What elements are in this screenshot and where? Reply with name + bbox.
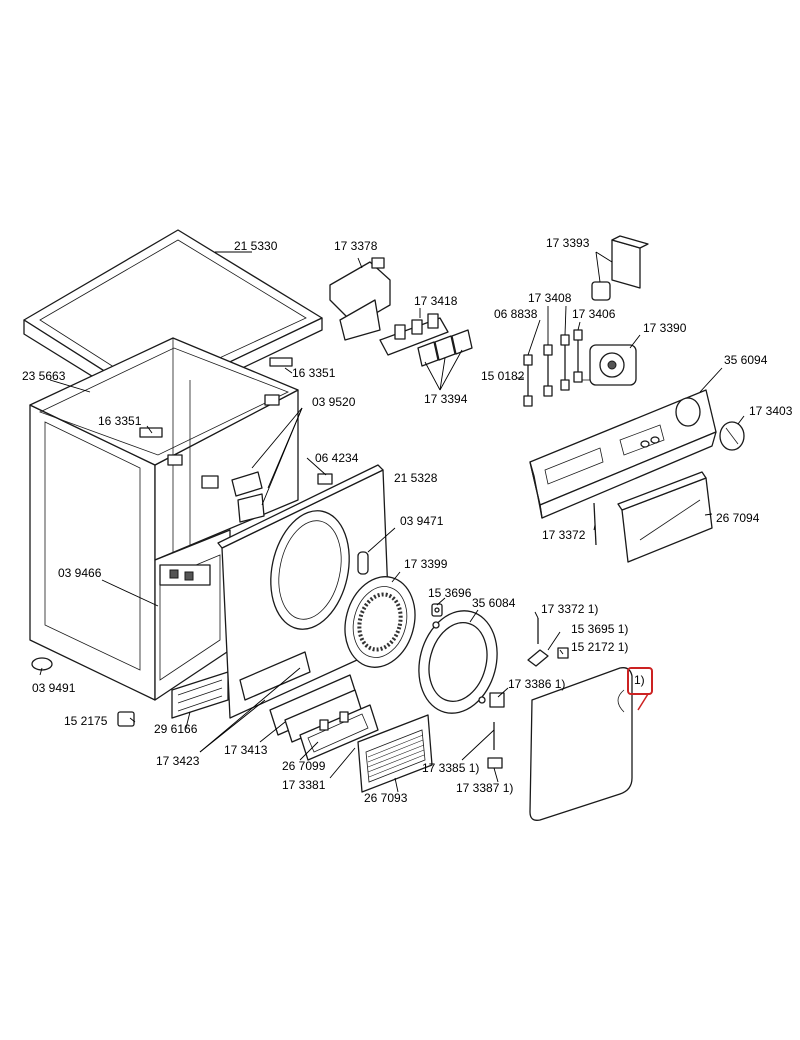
label-267099: 26 7099 (282, 759, 326, 773)
terminal-block (379, 313, 449, 356)
label-173413: 17 3413 (224, 743, 268, 757)
label-068838: 06 8838 (494, 307, 538, 321)
connectors (417, 329, 473, 367)
label-173408: 17 3408 (528, 291, 572, 305)
label-173378: 17 3378 (334, 239, 378, 253)
label-267094: 26 7094 (716, 511, 760, 525)
label-039466: 03 9466 (58, 566, 102, 580)
access-door-panel (529, 667, 633, 821)
label-267093: 26 7093 (364, 791, 408, 805)
kick-panel-grill (357, 714, 433, 793)
knob (719, 421, 745, 451)
label-173423: 17 3423 (156, 754, 200, 768)
label-152175: 15 2175 (64, 714, 108, 728)
door-ring (418, 610, 498, 714)
filter-frames (269, 674, 379, 761)
label-1733871: 17 3387 1) (456, 781, 513, 795)
detergent-drawer (617, 471, 713, 563)
label-356084: 35 6084 (472, 596, 516, 610)
hinge-part (431, 603, 443, 617)
label-039471: 03 9471 (400, 514, 444, 528)
label-173393: 17 3393 (546, 236, 590, 250)
front-panel (217, 464, 391, 719)
label-note-1: 1) (634, 673, 645, 687)
label-235663: 23 5663 (22, 369, 66, 383)
program-switch (580, 344, 637, 386)
foot-part (31, 657, 135, 727)
label-1733851: 17 3385 1) (422, 761, 479, 775)
label-173390: 17 3390 (643, 321, 687, 335)
label-150182: 15 0182 (481, 369, 525, 383)
label-1733861: 17 3386 1) (508, 677, 565, 691)
label-1521721: 15 2172 1) (571, 640, 628, 654)
label-163351-mid: 16 3351 (98, 414, 142, 428)
label-1733721: 17 3372 1) (541, 602, 598, 616)
label-163351-top: 16 3351 (292, 366, 336, 380)
top-bracket (329, 257, 391, 341)
label-153696: 15 3696 (428, 586, 472, 600)
label-173403: 17 3403 (749, 404, 793, 418)
part-number-labels: 21 5330 17 3378 17 3393 17 3418 17 3408 … (22, 236, 793, 805)
switch-bracket (591, 235, 649, 301)
leader-lines (39, 251, 745, 793)
label-1536951: 15 3695 1) (571, 622, 628, 636)
label-173418: 17 3418 (414, 294, 458, 308)
label-039491: 03 9491 (32, 681, 76, 695)
label-215330: 21 5330 (234, 239, 278, 253)
label-173394: 17 3394 (424, 392, 468, 406)
label-173406: 17 3406 (572, 307, 616, 321)
label-173381: 17 3381 (282, 778, 326, 792)
label-064234: 06 4234 (315, 451, 359, 465)
control-panel (529, 389, 717, 519)
door-hinge-parts (487, 618, 569, 769)
door-seal (344, 576, 416, 668)
wire-harness (523, 329, 583, 407)
label-173399: 17 3399 (404, 557, 448, 571)
push-rod (593, 502, 597, 546)
plinth-bar (171, 671, 229, 719)
label-039520: 03 9520 (312, 395, 356, 409)
label-356094: 35 6094 (724, 353, 768, 367)
note-highlight (627, 667, 653, 711)
label-296166: 29 6166 (154, 722, 198, 736)
label-173372: 17 3372 (542, 528, 586, 542)
label-215328: 21 5328 (394, 471, 438, 485)
cabinet-body (29, 337, 299, 701)
small-brackets (201, 471, 333, 523)
